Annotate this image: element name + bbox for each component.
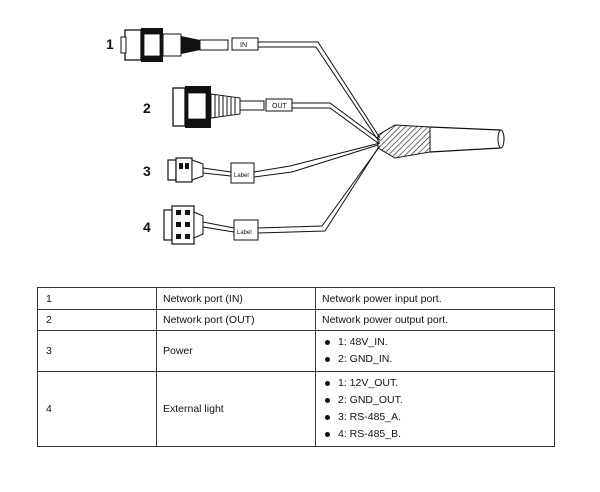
port-number: 2 xyxy=(37,309,157,331)
main-cable xyxy=(377,124,505,159)
connector-external-light: Label xyxy=(163,205,259,245)
port-pin-list: 1: 48V_IN. 2: GND_IN. xyxy=(315,330,555,372)
port-name: Network port (IN) xyxy=(156,287,316,310)
in-tag: IN xyxy=(240,42,247,49)
connector-network-in: IN xyxy=(120,28,259,62)
pin-item: 3: RS-485_A. xyxy=(322,409,548,426)
connector-network-out: OUT xyxy=(172,86,293,128)
port-name: External light xyxy=(156,371,316,447)
pin-item: 2: GND_IN. xyxy=(322,351,548,368)
port-name: Network port (OUT) xyxy=(156,309,316,331)
pin-item: 1: 12V_OUT. xyxy=(322,375,548,392)
power-label-tag: Label xyxy=(234,173,249,179)
table-row: 1 Network port (IN) Network power input … xyxy=(37,287,555,310)
callout-4: 4 xyxy=(143,219,151,235)
cable-diagram: IN OUT Label Labe xyxy=(106,28,505,245)
pin-item: 2: GND_OUT. xyxy=(322,392,548,409)
table-row: 3 Power 1: 48V_IN. 2: GND_IN. xyxy=(37,330,555,372)
pin-item: 4: RS-485_B. xyxy=(322,426,548,443)
table-row: 4 External light 1: 12V_OUT. 2: GND_OUT.… xyxy=(37,371,555,447)
port-number: 3 xyxy=(37,330,157,372)
light-label-tag: Label xyxy=(237,230,252,236)
pin-item: 1: 48V_IN. xyxy=(322,334,548,351)
port-name: Power xyxy=(156,330,316,372)
port-table: 1 Network port (IN) Network power input … xyxy=(37,287,555,447)
callout-2: 2 xyxy=(143,100,151,116)
table-row: 2 Network port (OUT) Network power outpu… xyxy=(37,309,555,331)
out-tag: OUT xyxy=(272,103,288,110)
callout-3: 3 xyxy=(143,163,151,179)
callout-1: 1 xyxy=(106,36,114,52)
port-number: 4 xyxy=(37,371,157,447)
port-pin-list: 1: 12V_OUT. 2: GND_OUT. 3: RS-485_A. 4: … xyxy=(315,371,555,447)
port-number: 1 xyxy=(37,287,157,310)
port-description: Network power input port. xyxy=(315,287,555,310)
port-description: Network power output port. xyxy=(315,309,555,331)
fanout-wires xyxy=(202,41,381,234)
connector-power: Label xyxy=(167,157,255,184)
